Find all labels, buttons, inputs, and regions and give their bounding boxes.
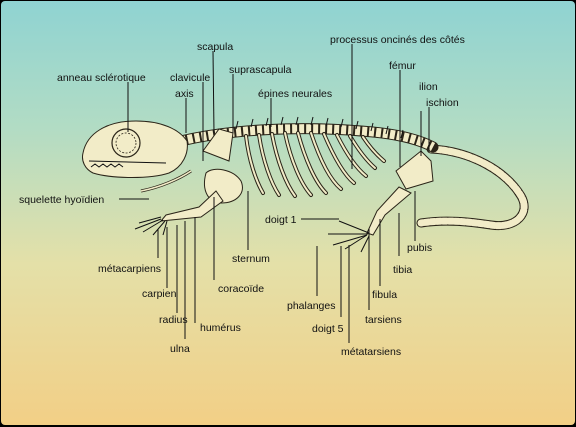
skull xyxy=(82,120,188,178)
label-processus-oncines: processus oncinés des côtés xyxy=(330,34,465,46)
label-metacarpiens: métacarpiens xyxy=(98,263,162,275)
label-carpien: carpien xyxy=(142,288,177,300)
label-clavicule: clavicule xyxy=(170,72,211,84)
label-phalanges: phalanges xyxy=(287,300,336,312)
label-humerus: humérus xyxy=(200,322,241,334)
label-ilion: ilion xyxy=(419,81,438,93)
front-limb xyxy=(134,190,224,236)
label-tarsiens: tarsiens xyxy=(365,314,402,326)
label-doigt-5: doigt 5 xyxy=(312,323,344,335)
label-fibula: fibula xyxy=(372,289,398,301)
label-ischion: ischion xyxy=(426,97,459,109)
label-scapula: scapula xyxy=(197,41,234,53)
neural-spines xyxy=(235,116,404,139)
label-doigt-1: doigt 1 xyxy=(265,214,297,226)
label-epines-neurales: épines neurales xyxy=(258,88,333,100)
rib-cage xyxy=(244,131,386,198)
label-radius: radius xyxy=(159,314,188,326)
label-coracoide: coracoïde xyxy=(218,283,265,295)
label-axis: axis xyxy=(175,88,194,100)
leader-lines xyxy=(119,44,430,343)
label-pubis: pubis xyxy=(407,242,433,254)
label-sternum: sternum xyxy=(232,253,270,265)
tail xyxy=(416,144,529,231)
label-ulna: ulna xyxy=(170,343,190,355)
label-squelette-hyoidien: squelette hyoïdien xyxy=(19,194,105,206)
label-suprascapula: suprascapula xyxy=(229,64,292,76)
label-anneau-sclerotique: anneau sclérotique xyxy=(57,72,146,84)
label-tibia: tibia xyxy=(393,264,413,276)
pelvis-and-hind-limb xyxy=(328,150,434,253)
label-femur: fémur xyxy=(389,60,416,72)
label-metatarsiens: métatarsiens xyxy=(341,346,402,358)
